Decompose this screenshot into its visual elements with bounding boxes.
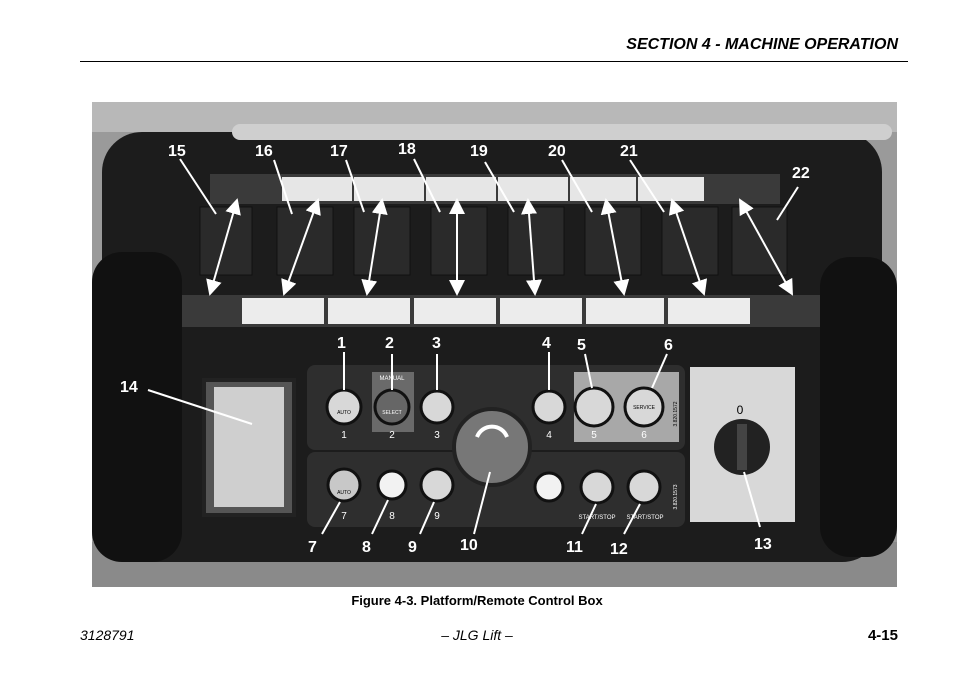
button-number: 4: [546, 430, 552, 441]
callout-label: 16: [255, 143, 273, 160]
callout-arrow: [281, 198, 321, 296]
callout-line: [473, 471, 491, 535]
callout-line: [413, 158, 441, 213]
callout-line: [651, 353, 668, 389]
callout-line: [371, 499, 389, 535]
function-button-5[interactable]: [573, 386, 615, 428]
callout-arrow: [361, 198, 388, 296]
callout-label: 22: [792, 165, 810, 182]
warning-button[interactable]: [531, 389, 567, 425]
callout-line: [345, 159, 365, 213]
button-number: 3: [434, 430, 440, 441]
button-number: 1: [341, 430, 347, 441]
header-rule: [80, 61, 908, 62]
start-stop-label: START/STOP: [626, 515, 663, 521]
button-number: 5: [591, 430, 597, 441]
start-stop-button-1[interactable]: [579, 469, 615, 505]
callout-line: [561, 159, 593, 213]
blank-button-8[interactable]: [376, 469, 408, 501]
callout-line: [581, 503, 597, 535]
auto-button-lower[interactable]: [326, 467, 362, 503]
part-number-top: 3.820.1572: [673, 401, 679, 426]
button-number: 7: [341, 511, 347, 522]
callout-label: 2: [385, 335, 394, 352]
callout-label: 3: [432, 335, 441, 352]
callout-label: 13: [754, 536, 772, 553]
callout-label: 20: [548, 143, 566, 160]
auto-label-lower: AUTO: [337, 490, 351, 496]
callout-label: 12: [610, 541, 628, 558]
start-stop-button-2[interactable]: [626, 469, 662, 505]
doc-number: 3128791: [80, 627, 135, 643]
callout-label: 18: [398, 141, 416, 158]
button-number: 9: [434, 511, 440, 522]
auto-button[interactable]: [325, 388, 363, 426]
callout-label: 8: [362, 539, 371, 556]
display-screen: [214, 387, 284, 507]
callout-label: 17: [330, 143, 348, 160]
callout-arrow: [521, 198, 542, 296]
callout-arrow: [206, 198, 241, 296]
callout-label: 21: [620, 143, 638, 160]
emergency-stop-button[interactable]: [452, 407, 532, 487]
callout-label: 10: [460, 537, 478, 554]
blank-button[interactable]: [533, 471, 565, 503]
button-number: 2: [389, 430, 395, 441]
callout-label: 15: [168, 143, 186, 160]
callout-line: [321, 501, 341, 535]
callout-label: 7: [308, 539, 317, 556]
lower-button-panel: [307, 452, 685, 527]
select-button[interactable]: [373, 388, 411, 426]
function-button-3[interactable]: [419, 389, 455, 425]
callout-label: 4: [542, 335, 551, 352]
button-number: 6: [641, 430, 647, 441]
callout-arrow: [739, 198, 793, 296]
callout-label: 14: [120, 379, 138, 396]
section-header: SECTION 4 - MACHINE OPERATION: [626, 36, 898, 53]
footer-center: – JLG Lift –: [441, 627, 513, 643]
start-stop-label: START/STOP: [578, 515, 615, 521]
callout-label: 19: [470, 143, 488, 160]
part-number-bottom: 3.820.1573: [673, 484, 679, 509]
callout-label: 1: [337, 335, 346, 352]
callout-line: [623, 503, 641, 535]
callout-label: 5: [577, 337, 586, 354]
service-button[interactable]: [623, 386, 665, 428]
callout-label: 9: [408, 539, 417, 556]
callout-line: [484, 161, 515, 213]
callout-label: 6: [664, 337, 673, 354]
key-position-label: 0: [737, 403, 744, 417]
callout-arrow: [668, 198, 708, 296]
callout-label: 11: [566, 539, 583, 556]
service-label: SERVICE: [633, 405, 656, 411]
callout-line: [584, 353, 593, 389]
select-label: SELECT: [382, 410, 401, 416]
figure-caption: Figure 4-3. Platform/Remote Control Box: [351, 593, 603, 608]
callout-line: [419, 501, 435, 535]
auto-label: AUTO: [337, 410, 351, 416]
page-number: 4-15: [867, 627, 898, 644]
control-box-photo: MANUAL AUTO SELECT SERVICE 1 2 3 4 5 6 3…: [92, 102, 897, 587]
callout-arrow: [600, 198, 630, 296]
callout-line: [629, 159, 665, 213]
function-button-9[interactable]: [419, 467, 455, 503]
button-number: 8: [389, 511, 395, 522]
callout-line: [743, 471, 761, 528]
callout-line: [147, 389, 253, 425]
